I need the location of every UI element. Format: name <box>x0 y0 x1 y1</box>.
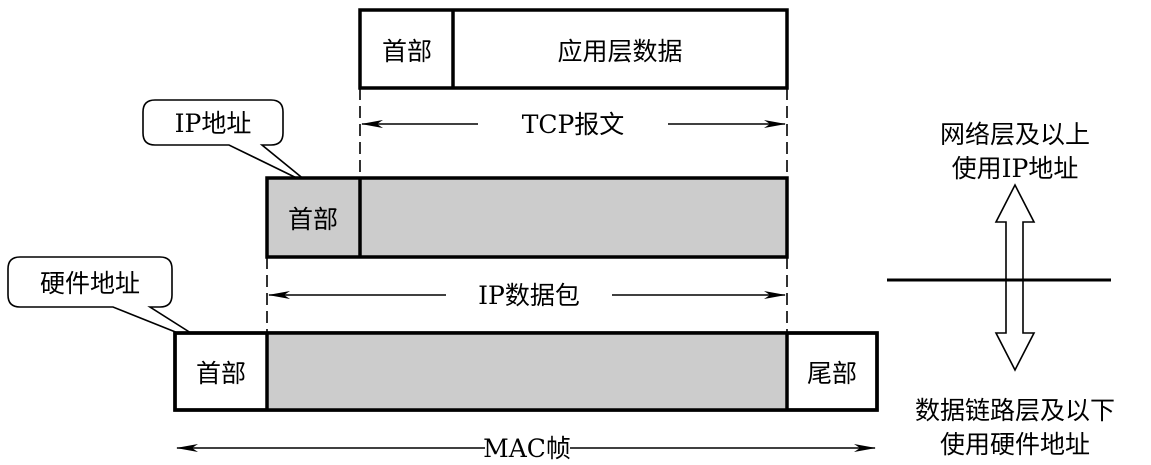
tcp-segment: 首部 应用层数据 <box>358 8 789 90</box>
mac-frame: 首部 尾部 <box>173 331 879 412</box>
tcp-span-label: TCP报文 <box>522 110 625 139</box>
ip-header-label: 首部 <box>288 205 338 234</box>
lower-layer-address-label: 使用硬件地址 <box>940 430 1090 459</box>
mac-trailer-label: 尾部 <box>807 359 857 388</box>
tcp-payload-label: 应用层数据 <box>557 37 682 66</box>
upper-layer-label: 网络层及以上 <box>940 120 1090 149</box>
ip-datagram: 首部 <box>265 176 789 259</box>
tcp-span-arrow: TCP报文 <box>361 110 786 139</box>
mac-header-label: 首部 <box>196 359 246 388</box>
tcp-header-label: 首部 <box>382 37 432 66</box>
hardware-address-callout: 硬件地址 <box>7 256 214 348</box>
ip-span-label: IP数据包 <box>478 281 580 310</box>
mac-span-arrow: MAC帧 <box>176 434 876 463</box>
ip-address-callout-label: IP地址 <box>175 109 252 138</box>
upper-layer-address-label: 使用IP地址 <box>952 154 1079 183</box>
lower-layer-label: 数据链路层及以下 <box>915 396 1115 425</box>
hardware-address-callout-label: 硬件地址 <box>40 269 140 298</box>
mac-span-label: MAC帧 <box>483 434 571 463</box>
double-arrow-icon <box>994 183 1036 372</box>
ip-address-callout: IP地址 <box>142 99 312 186</box>
ip-span-arrow: IP数据包 <box>268 281 786 310</box>
